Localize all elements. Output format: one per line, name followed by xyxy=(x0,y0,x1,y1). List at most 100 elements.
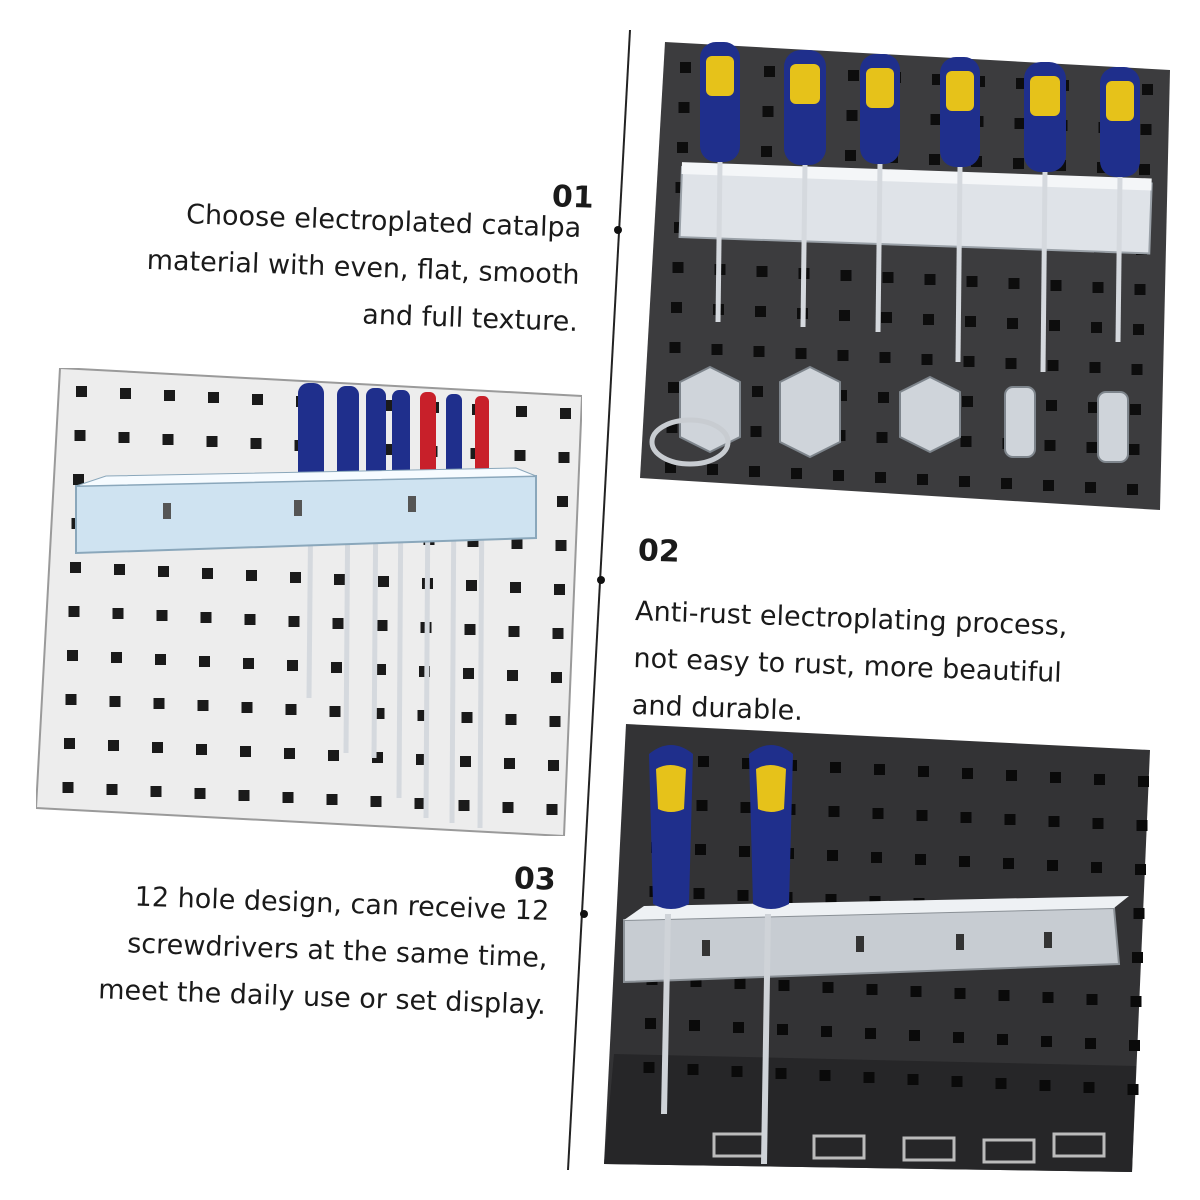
pegboard-hole xyxy=(680,62,691,73)
pegboard-hole xyxy=(1046,400,1057,411)
pegboard-hole xyxy=(1128,444,1140,455)
pegboard-hole xyxy=(118,432,130,443)
pegboard-hole xyxy=(643,1062,655,1073)
pegboard-hole xyxy=(194,788,206,799)
screwdriver-grip-band xyxy=(790,64,820,104)
pegboard-hole xyxy=(915,854,926,865)
pegboard-hole xyxy=(290,572,301,583)
pegboard-hole xyxy=(241,702,253,713)
screwdriver-shaft xyxy=(715,161,723,323)
pegboard-hole xyxy=(378,576,389,587)
pegboard-hole xyxy=(695,844,706,855)
pegboard-hole xyxy=(243,658,254,669)
pegboard-hole xyxy=(837,350,849,361)
pegboard-hole xyxy=(156,610,168,621)
pegboard-hole xyxy=(778,980,790,991)
pegboard-hole xyxy=(1086,442,1098,453)
pegboard-hole xyxy=(761,146,772,157)
pegboard-hole xyxy=(114,564,125,575)
pegboard-hole xyxy=(1085,1038,1096,1049)
pegboard-hole xyxy=(1083,1082,1095,1093)
screwdriver-shaft xyxy=(1040,171,1048,373)
pegboard-hole xyxy=(752,386,763,397)
pegboard-hole xyxy=(825,894,837,905)
pegboard-hole xyxy=(152,742,163,753)
pegboard-hole xyxy=(514,450,526,461)
pegboard-hole xyxy=(872,808,884,819)
pegboard-hole xyxy=(882,272,894,283)
pegboard-hole xyxy=(1130,996,1142,1007)
pegboard-hole xyxy=(1127,1084,1139,1095)
feature-02-dot xyxy=(597,576,605,584)
pegboard-hole xyxy=(1039,1080,1051,1091)
pegboard-hole xyxy=(555,540,567,551)
pegboard-hole xyxy=(749,466,760,477)
pegboard-hole xyxy=(833,470,844,481)
pegboard-hole xyxy=(1091,322,1102,333)
pegboard-hole xyxy=(693,888,705,899)
pegboard-hole xyxy=(777,1024,788,1035)
pegboard-hole xyxy=(153,698,165,709)
pegboard-hole xyxy=(285,704,297,715)
pegboard-hole xyxy=(764,66,775,77)
pegboard-hole xyxy=(669,342,681,353)
pegboard-hole xyxy=(384,400,395,411)
pegboard-hole xyxy=(848,70,859,81)
pegboard-hole xyxy=(677,142,688,153)
screwdriver-grip-band xyxy=(706,56,734,96)
screwdriver-shaft xyxy=(955,166,963,363)
pegboard-hole xyxy=(554,584,565,595)
pegboard-hole xyxy=(645,1018,656,1029)
pegboard-hole xyxy=(1091,862,1102,873)
pegboard-hole xyxy=(954,988,966,999)
pegboard-hole xyxy=(109,696,121,707)
pegboard-hole xyxy=(707,464,718,475)
pegboard-hole xyxy=(665,462,676,473)
pegboard-hole xyxy=(1138,776,1149,787)
feature-02-number: 02 xyxy=(637,533,681,570)
pegboard-hole xyxy=(1016,78,1027,89)
pegboard-hole xyxy=(414,798,426,809)
pegboard-hole xyxy=(845,150,856,161)
pegboard-hole xyxy=(288,616,300,627)
pegboard-hole xyxy=(678,102,690,113)
pegboard-hole xyxy=(689,1020,700,1031)
feature-03-caption: 12 hole design, can receive 12 screwdriv… xyxy=(35,870,550,1029)
pegboard-hole xyxy=(865,1028,876,1039)
pegboard-hole xyxy=(750,426,762,437)
pegboard-hole xyxy=(696,800,708,811)
pegboard-hole xyxy=(505,714,517,725)
photo-closeup-rack-on-pegboard xyxy=(604,724,1150,1172)
pegboard-hole xyxy=(671,302,682,313)
pegboard-hole xyxy=(461,712,473,723)
pegboard-hole xyxy=(240,746,251,757)
pegboard-hole xyxy=(863,1072,875,1083)
pegboard-hole xyxy=(1043,480,1054,491)
pegboard-hole xyxy=(208,392,219,403)
pegboard-hole xyxy=(846,110,858,121)
pegboard-hole xyxy=(197,700,209,711)
pegboard-hole xyxy=(328,750,339,761)
pegboard-hole xyxy=(376,620,388,631)
pegboard-hole xyxy=(382,444,394,455)
pegboard-hole xyxy=(828,806,840,817)
pegboard-hole xyxy=(108,740,119,751)
pegboard-hole xyxy=(502,802,514,813)
pegboard-hole xyxy=(62,782,74,793)
screwdriver-shaft xyxy=(800,164,808,328)
pegboard-hole xyxy=(287,660,298,671)
pegboard-hole xyxy=(1130,404,1141,415)
pegboard-hole xyxy=(1005,358,1017,369)
pegboard-hole xyxy=(1088,402,1099,413)
pegboard-hole xyxy=(822,982,834,993)
pegboard-hole xyxy=(460,756,471,767)
pegboard-hole xyxy=(731,1066,743,1077)
pegboard-hole xyxy=(106,784,118,795)
pegboard-hole xyxy=(959,476,970,487)
pegboard-hole xyxy=(1049,320,1060,331)
pegboard-hole xyxy=(1047,860,1058,871)
pegboard-hole xyxy=(162,434,174,445)
pegboard-hole xyxy=(874,764,885,775)
pegboard-hole xyxy=(1001,478,1012,489)
pegboard-hole xyxy=(1041,1036,1052,1047)
